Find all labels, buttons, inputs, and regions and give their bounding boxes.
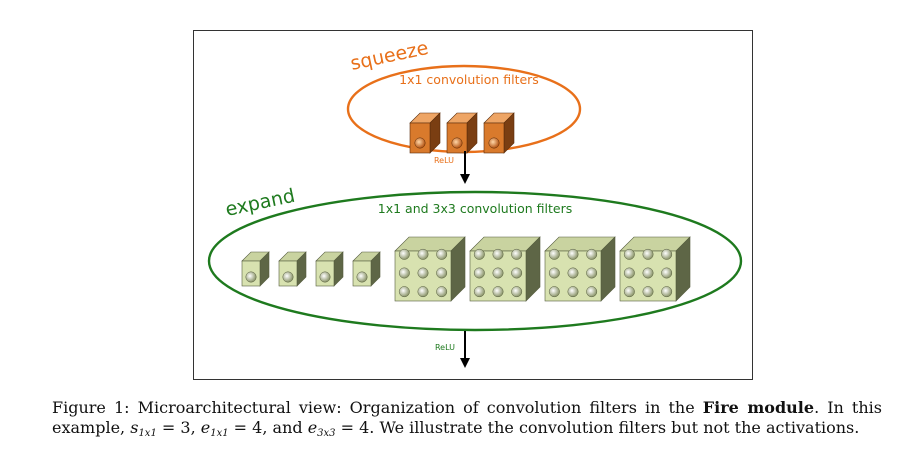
caption-s-value: = 3, [156,417,196,437]
filter-weight-dot [661,267,673,279]
filter-weight-dot [398,248,410,260]
squeeze-filters [409,112,515,154]
caption-s-sub: 1x1 [138,427,157,439]
filter-weight-dot [642,286,654,298]
filter-weight-dot [492,286,504,298]
filter-weight-dot [436,248,448,260]
squeeze-filter [483,112,515,154]
filter-weight-dot [623,267,635,279]
filter-weight-dot [473,267,485,279]
expand-filter-1x1 [241,251,270,287]
filter-weight-dot [548,267,560,279]
caption-s-var: s [130,417,139,437]
expand-filter-3x3 [544,236,616,302]
filter-weight-dot [511,286,523,298]
filter-weight-dot [642,267,654,279]
filter-weight-dot [398,286,410,298]
caption-e1-var: e [200,417,211,437]
expand-filter-1x1 [315,251,344,287]
filter-weight-dot [586,267,598,279]
caption-figure-label: Figure 1: [52,398,130,417]
filter-weight-dot [661,248,673,260]
figure-caption: Figure 1: Microarchitectural view: Organ… [52,398,882,439]
caption-e1-value: = 4, and [228,417,303,437]
filter-weight-dot [245,271,257,283]
filter-weight-dot [567,248,579,260]
caption-bold-term: Fire module [702,398,815,417]
filter-weight-dot [319,271,331,283]
filter-weight-dot [473,248,485,260]
filter-weight-dot [511,248,523,260]
filter-weight-dot [548,248,560,260]
filter-weight-dot [567,267,579,279]
relu-label-bottom: ReLU [435,343,455,352]
caption-e3-sub: 3x3 [317,427,336,439]
filter-weight-dot [661,286,673,298]
filter-weight-dot [642,248,654,260]
expand-filter-3x3 [394,236,466,302]
filter-weight-dot [586,286,598,298]
filter-weight-dot [282,271,294,283]
filter-weight-dot [623,248,635,260]
filter-weight-dot [417,267,429,279]
squeeze-filter [409,112,441,154]
relu-label-top: ReLU [434,156,454,165]
filter-weight-dot [398,267,410,279]
filter-weight-dot [548,286,560,298]
caption-text-2: . In this example, [52,398,882,437]
filter-weight-dot [414,137,426,149]
caption-e3-value: = 4. [335,417,375,437]
expand-filters [241,236,691,302]
caption-text-3: We illustrate the convolution filters bu… [379,417,860,437]
filter-weight-dot [417,248,429,260]
filter-weight-dot [567,286,579,298]
figure-frame: squeeze 1x1 convolution filters ReLU exp… [193,30,753,380]
caption-e3-var: e [307,417,318,437]
expand-ellipse [207,190,743,332]
expand-filter-1x1 [352,251,381,287]
filter-weight-dot [417,286,429,298]
squeeze-sublabel: 1x1 convolution filters [399,72,539,87]
filter-weight-dot [586,248,598,260]
filter-weight-dot [488,137,500,149]
filter-weight-dot [623,286,635,298]
fire-module-diagram: squeeze 1x1 convolution filters ReLU exp… [207,37,743,368]
caption-text-1: Microarchitectural view: Organization of… [137,398,695,417]
filter-weight-dot [356,271,368,283]
filter-weight-dot [436,267,448,279]
filter-weight-dot [492,248,504,260]
expand-label: expand [223,185,296,221]
expand-filter-3x3 [469,236,541,302]
expand-filter-3x3 [619,236,691,302]
squeeze-filter [446,112,478,154]
expand-sublabel: 1x1 and 3x3 convolution filters [378,201,572,216]
caption-e1-sub: 1x1 [210,427,229,439]
filter-weight-dot [492,267,504,279]
filter-weight-dot [451,137,463,149]
filter-weight-dot [436,286,448,298]
filter-weight-dot [473,286,485,298]
expand-filter-1x1 [278,251,307,287]
filter-weight-dot [511,267,523,279]
